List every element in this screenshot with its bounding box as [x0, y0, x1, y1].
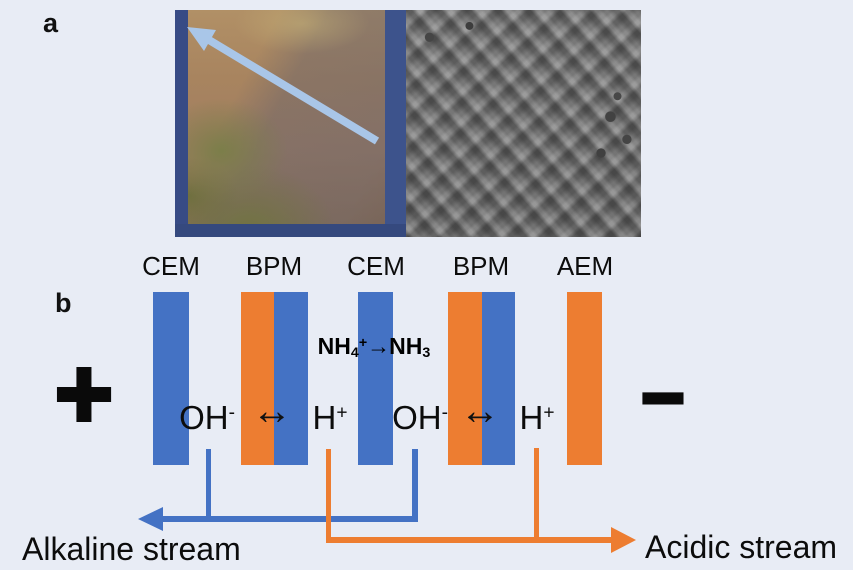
hydroxide-ion-label: OH-	[179, 399, 235, 436]
membrane-photo	[175, 10, 406, 237]
panel-a-label: a	[43, 8, 59, 38]
acidic-stream-line	[326, 537, 612, 543]
alkaline-stream-label: Alkaline stream	[22, 531, 241, 567]
cem-membrane-bar-2	[358, 292, 393, 465]
anode-plus-symbol: +	[53, 338, 115, 450]
tape-strip-bottom	[175, 224, 406, 237]
alkaline-drain-line	[206, 449, 211, 522]
right-arrow-icon: →	[367, 333, 390, 359]
bpm-cation-layer	[482, 292, 515, 465]
hydroxide-ion-label: OH-	[392, 399, 448, 436]
membrane-label-bpm-2: BPM	[452, 251, 510, 281]
bpm-membrane-bar-2	[448, 292, 515, 465]
alkaline-drain-line	[412, 449, 418, 522]
alkaline-stream-line	[161, 516, 418, 522]
acidic-drain-line	[534, 448, 539, 540]
cem-membrane-bar-1	[153, 292, 189, 465]
alkaline-stream-arrowhead-icon	[138, 507, 163, 531]
membrane-label-aem: AEM	[556, 251, 614, 281]
membrane-label-cem-1: CEM	[142, 251, 200, 281]
tape-strip-right	[385, 10, 406, 237]
acidic-stream-arrowhead-icon	[611, 527, 636, 553]
tape-strip-left	[175, 10, 188, 237]
bpm-cation-layer	[274, 292, 308, 465]
panel-b-label: b	[55, 288, 72, 318]
acidic-stream-label: Acidic stream	[645, 529, 838, 565]
photo-panel	[175, 10, 641, 237]
cathode-minus-symbol: −	[639, 356, 686, 439]
membrane-label-cem-2: CEM	[347, 251, 405, 281]
bpm-anion-layer	[448, 292, 482, 465]
aem-membrane-bar	[567, 292, 602, 465]
proton-ion-label: H+	[519, 399, 555, 436]
membrane-label-bpm-1: BPM	[245, 251, 303, 281]
flow-direction-arrow-icon	[187, 27, 380, 145]
acidic-drain-line	[326, 449, 331, 543]
bpm-anion-layer	[241, 292, 274, 465]
ammonia-reaction-label: NH4+→NH3	[317, 333, 431, 362]
double-arrow-icon: ↔	[460, 389, 500, 433]
double-arrow-icon: ↔	[252, 389, 292, 433]
bpm-membrane-bar-1	[241, 292, 308, 465]
mesh-photo	[406, 10, 641, 237]
proton-ion-label: H+	[312, 399, 348, 436]
